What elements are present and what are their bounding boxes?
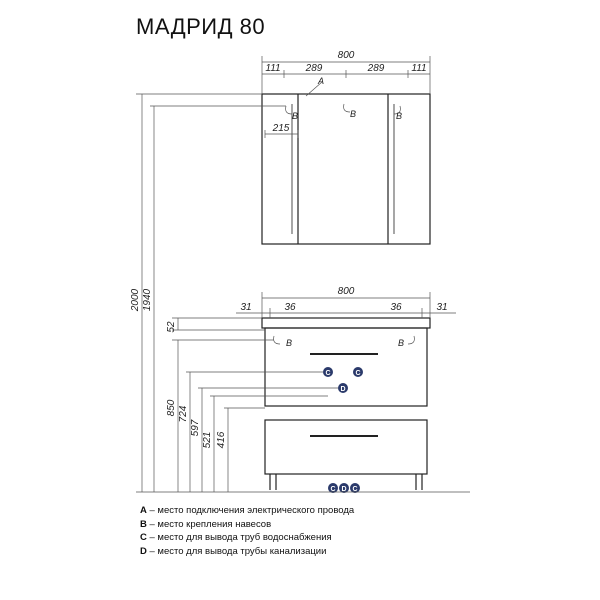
page-title: МАДРИД 80 <box>136 14 266 39</box>
vanity-upper-body <box>264 327 428 407</box>
marker-c-upper-right: C <box>355 370 360 377</box>
dim-height-52: 52 <box>166 321 177 333</box>
dim-cabinet-inner-left: 36 <box>284 302 296 313</box>
dim-height-850: 850 <box>166 399 177 416</box>
marker-b-label-mirror-left: B <box>292 111 298 121</box>
dim-mirror-offset: 215 <box>272 123 290 134</box>
marker-a-label: A <box>317 76 324 86</box>
marker-d-upper: D <box>340 386 345 393</box>
dim-height-416: 416 <box>216 431 227 448</box>
marker-d-floor: D <box>341 486 346 493</box>
dim-height-724: 724 <box>178 405 189 422</box>
marker-c-floor-right: C <box>352 486 357 493</box>
dim-mirror-width: 800 <box>338 50 355 61</box>
dim-cabinet-inner-right: 36 <box>390 302 402 313</box>
dim-mirror-mid-right: 289 <box>367 63 385 74</box>
marker-b-label-mirror-right: B <box>396 111 402 121</box>
legend-item-b: B – место крепления навесов <box>140 518 272 530</box>
dim-height-521: 521 <box>202 432 213 449</box>
legend: A – место подключения электрического про… <box>140 504 354 558</box>
marker-b-label-vanity-left: B <box>286 338 292 348</box>
vanity-worktop <box>261 317 431 329</box>
vanity-lower-drawer <box>264 419 428 475</box>
dim-cabinet-edge-right: 31 <box>436 302 447 313</box>
legend-item-d: D – место для вывода трубы канализации <box>140 545 327 557</box>
legend-item-c: C – место для вывода труб водоснабжения <box>140 532 332 543</box>
dim-height-597: 597 <box>190 419 201 436</box>
dim-height-1940: 1940 <box>142 288 153 311</box>
marker-c-upper-left: C <box>325 370 330 377</box>
dim-mirror-mid-left: 289 <box>305 63 323 74</box>
legend-item-a: A – место подключения электрического про… <box>140 505 355 516</box>
marker-b-label-vanity-right: B <box>398 338 404 348</box>
vanity-dimensions <box>236 292 456 318</box>
mirror-cabinet <box>261 93 431 245</box>
dim-height-2000: 2000 <box>130 288 141 312</box>
marker-dots-upper <box>323 367 363 393</box>
dim-cabinet-edge-left: 31 <box>240 302 251 313</box>
marker-c-floor-left: C <box>330 486 335 493</box>
mirror-cabinet-outline <box>261 93 431 245</box>
dim-mirror-edge-right: 111 <box>411 63 426 74</box>
marker-b-label-mirror-center: B <box>350 109 356 119</box>
dim-cabinet-width: 800 <box>338 286 355 297</box>
marker-dots-floor <box>328 483 360 493</box>
vanity-cabinet <box>261 317 431 490</box>
dim-mirror-edge-left: 111 <box>265 63 280 74</box>
height-dimensions <box>136 93 338 492</box>
mirror-dimensions <box>261 56 431 138</box>
